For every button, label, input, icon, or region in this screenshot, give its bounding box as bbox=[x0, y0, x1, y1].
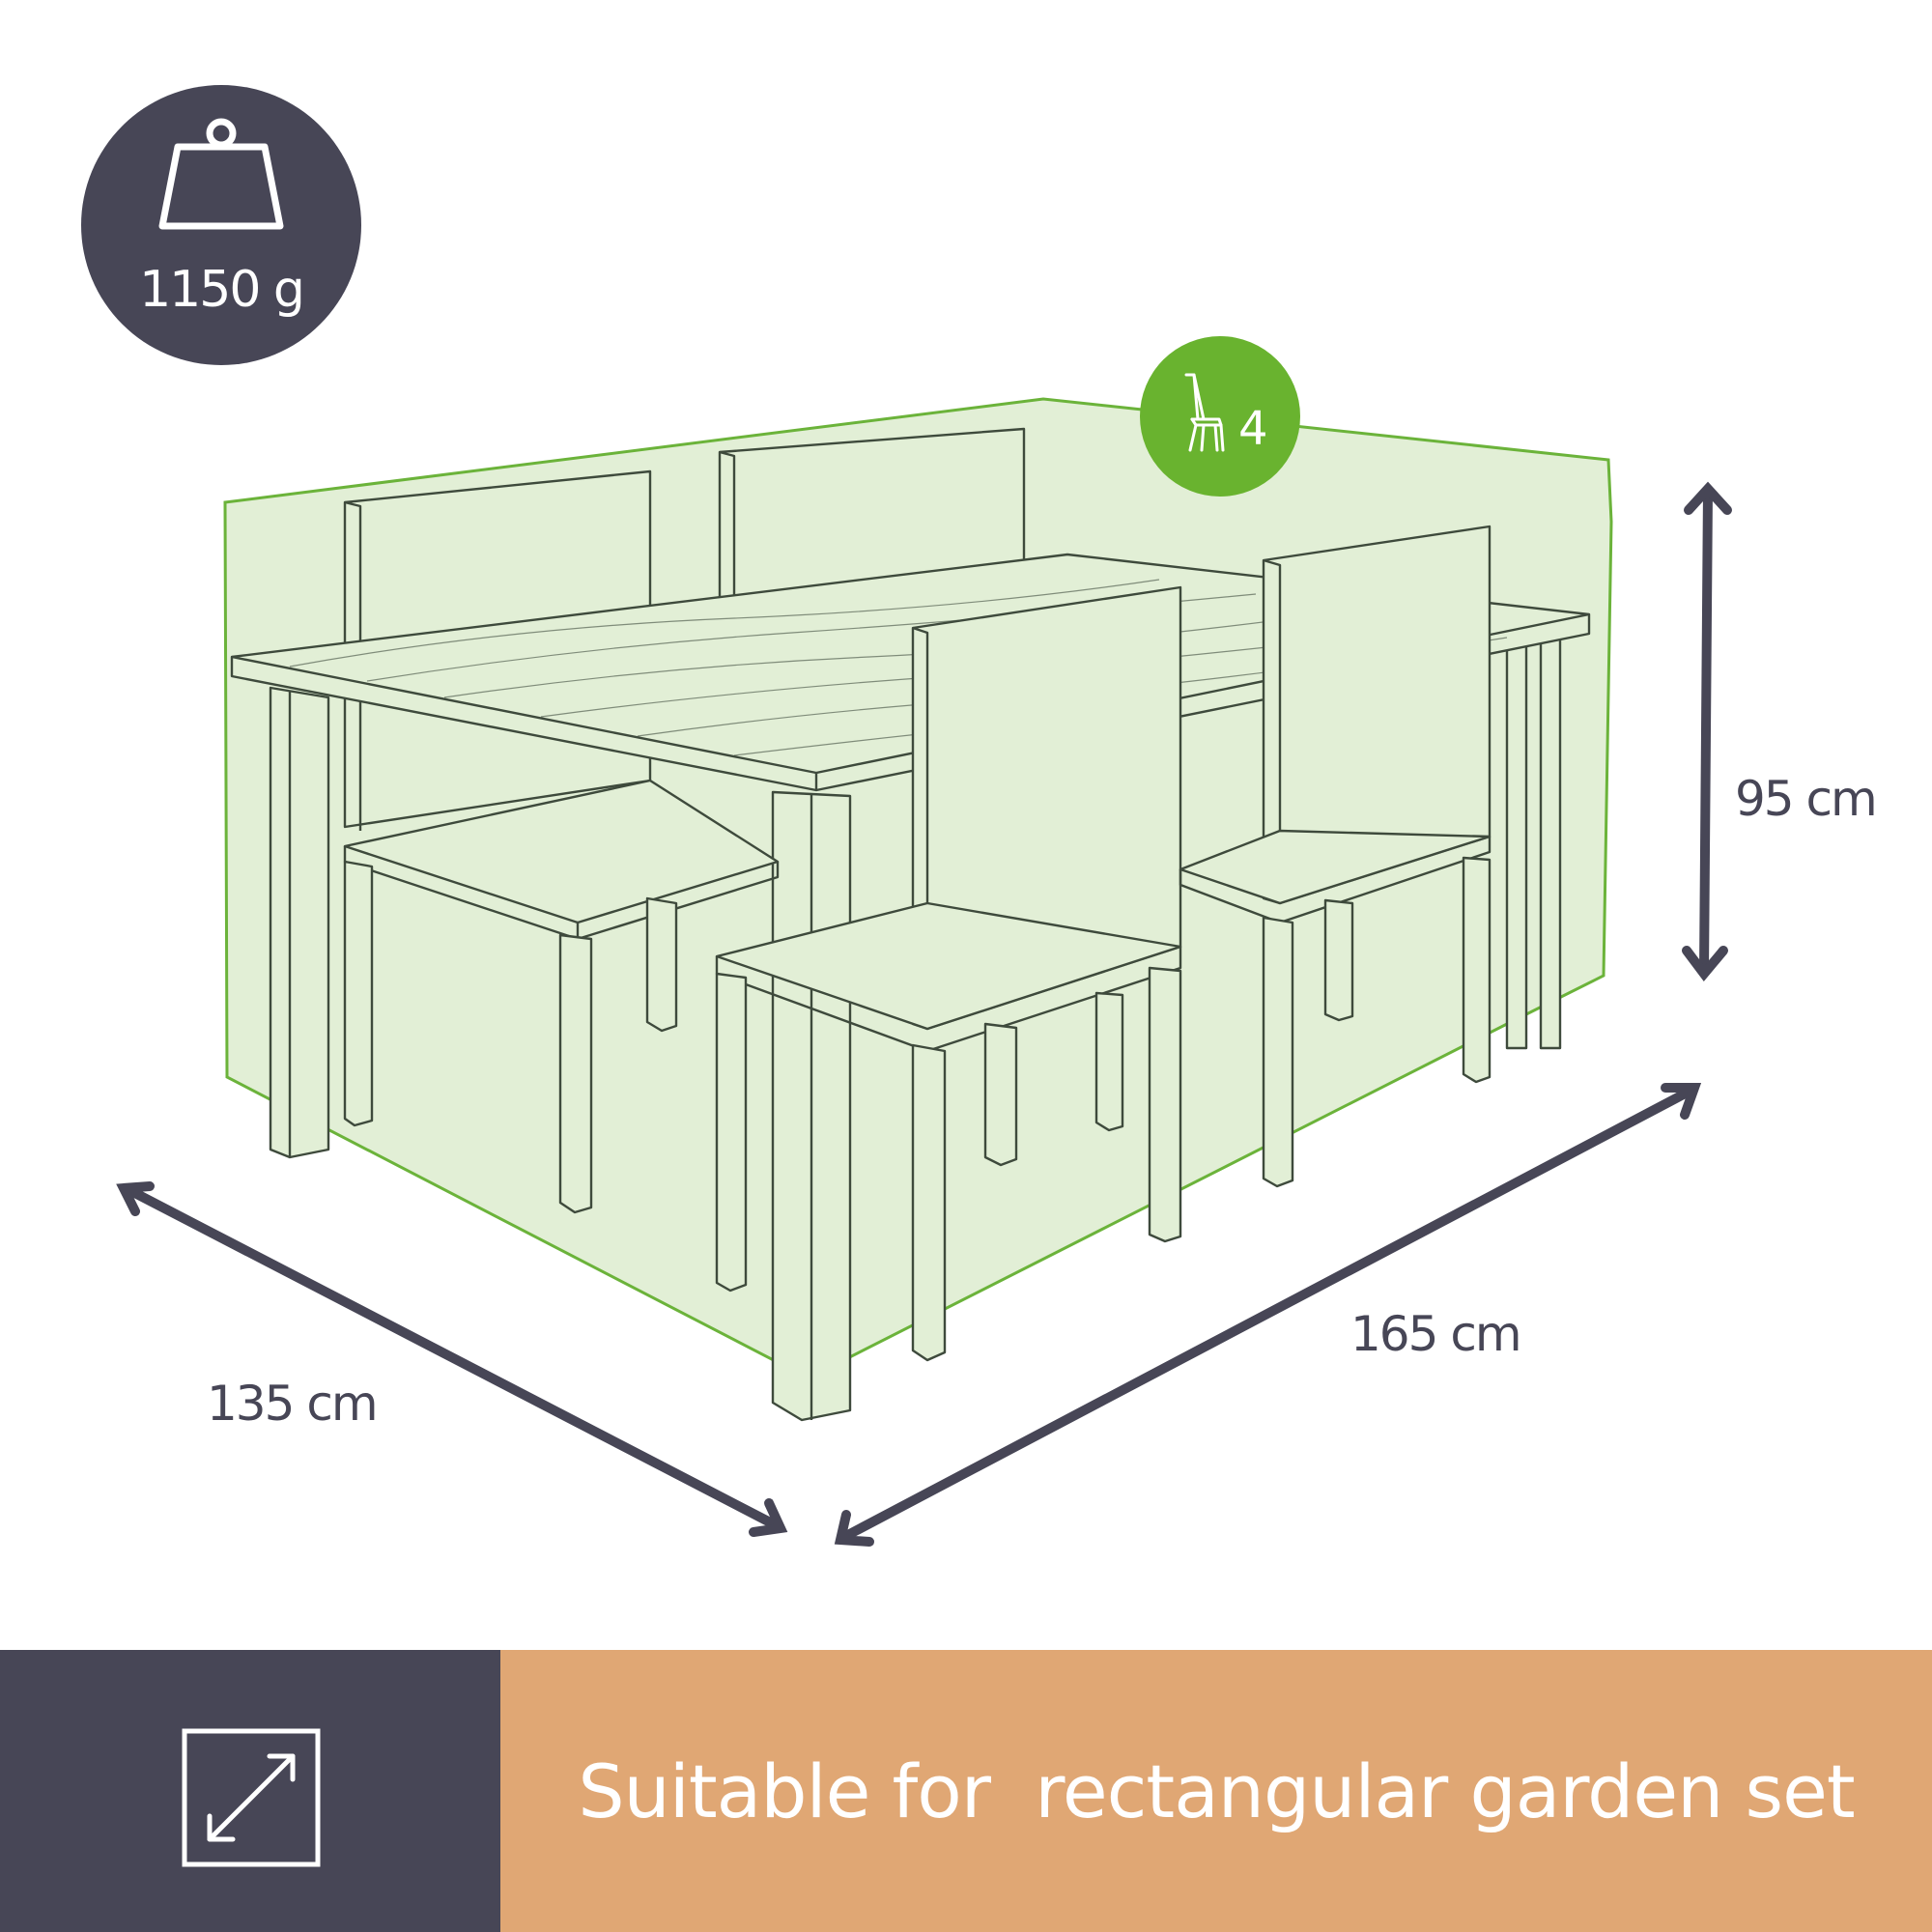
banner-text-panel: Suitable for rectangular garden set bbox=[500, 1650, 1932, 1932]
weight-label: 1150 g bbox=[139, 261, 305, 319]
length-label: 165 cm bbox=[1350, 1306, 1522, 1362]
bottom-banner: Suitable for rectangular garden set bbox=[0, 1650, 1932, 1932]
banner-icon-panel bbox=[0, 1650, 500, 1932]
seat-count-badge: 4 bbox=[1140, 336, 1300, 497]
table-leg-left bbox=[269, 686, 330, 1159]
banner-text: Suitable for rectangular garden set bbox=[578, 1747, 1855, 1834]
width-label: 135 cm bbox=[207, 1376, 379, 1432]
length-arrow bbox=[838, 1085, 1697, 1543]
seat-count: 4 bbox=[1238, 402, 1268, 456]
table-top bbox=[230, 553, 1591, 792]
chair-icon: 4 bbox=[1184, 373, 1268, 456]
garden-set-cover-illustration bbox=[116, 397, 1732, 1547]
weight-badge: 1150 g bbox=[81, 85, 361, 365]
height-label: 95 cm bbox=[1735, 771, 1878, 827]
resize-arrow-icon bbox=[182, 1728, 321, 1867]
width-arrow bbox=[121, 1183, 782, 1531]
weight-icon bbox=[158, 118, 284, 230]
height-arrow bbox=[1699, 486, 1713, 977]
